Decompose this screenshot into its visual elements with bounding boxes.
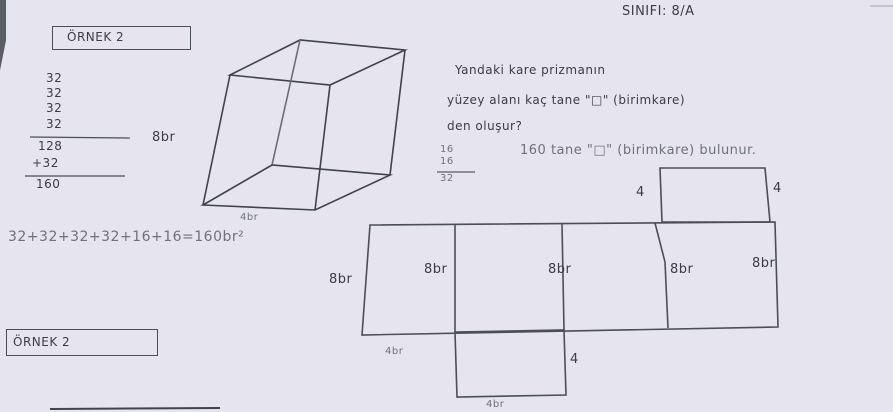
mini-calc-2: 16 <box>440 156 454 167</box>
prism-base-label: 4br <box>240 212 259 223</box>
sum-row-6: +32 <box>32 156 59 170</box>
net-bottom-side: 4 <box>570 352 579 367</box>
net-face-4: 8br <box>670 262 694 277</box>
net-face-2: 8br <box>424 262 448 277</box>
example1-title-box: ÖRNEK 2 <box>52 26 191 50</box>
net-face-3: 8br <box>548 262 572 277</box>
question-line-1: Yandaki kare prizmanın <box>455 63 606 77</box>
example2-title-box: ÖRNEK 2 <box>6 329 158 356</box>
net-bottom-base: 4br <box>486 399 505 410</box>
sum-row-1: 32 <box>46 71 63 85</box>
sum-lines <box>25 136 131 177</box>
net-face-5: 8br <box>752 256 776 271</box>
prism-net <box>361 167 779 398</box>
question-line-3: den oluşur? <box>447 119 523 133</box>
sum-row-7: 160 <box>36 177 61 191</box>
net-face-1: 8br <box>329 272 353 287</box>
answer-text: 160 tane "□" (birimkare) bulunur. <box>520 143 757 158</box>
prism-edge-label: 8br <box>152 130 176 145</box>
sum-equation: 32+32+32+32+16+16=160br² <box>8 229 245 245</box>
question-line-2: yüzey alanı kaç tane "□" (birimkare) <box>447 93 686 107</box>
net-label-top-right: 4 <box>773 181 782 196</box>
sum-row-3: 32 <box>46 101 63 115</box>
net-label-top-left: 4 <box>636 185 645 200</box>
class-label: SINIFI: 8/A <box>622 4 695 19</box>
net-bottom-width: 4br <box>385 346 404 357</box>
mini-calc-3: 32 <box>440 173 454 184</box>
mini-calc-1: 16 <box>440 144 454 155</box>
sum-row-2: 32 <box>46 86 63 100</box>
sum-row-4: 32 <box>46 117 63 131</box>
prism-drawing <box>200 39 409 211</box>
example1-title: ÖRNEK 2 <box>67 30 125 44</box>
sum-row-5: 128 <box>38 139 63 153</box>
example2-title: ÖRNEK 2 <box>13 335 71 349</box>
page-edge-shadow <box>0 0 6 70</box>
